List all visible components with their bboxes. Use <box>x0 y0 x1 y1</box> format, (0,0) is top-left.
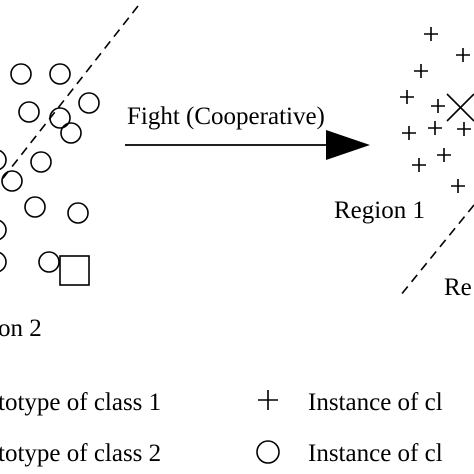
region-right-label: Region 1 <box>334 197 425 224</box>
region-left-label: on 2 <box>0 315 42 342</box>
circle-icon <box>67 202 89 224</box>
circle-icon <box>78 92 100 114</box>
legend-row2-left-text: totype of class 2 <box>0 440 161 467</box>
circle-icon <box>24 196 46 218</box>
plus-icon <box>451 179 465 193</box>
plus-icon <box>457 122 471 136</box>
circle-icon <box>10 63 32 85</box>
legend-row1-left-text: totype of class 1 <box>0 389 161 416</box>
plus-icon <box>414 64 428 78</box>
right-boundary-dashed-line <box>399 204 474 297</box>
plus-icon <box>428 121 442 135</box>
region-right-cut-label: Re <box>444 274 472 301</box>
plus-icon <box>258 390 278 410</box>
right-panel <box>399 27 474 297</box>
plus-icon <box>431 99 445 113</box>
plus-icon <box>424 27 438 41</box>
circle-icon <box>49 63 71 85</box>
circle-icon <box>256 440 280 464</box>
circle-icon <box>0 251 7 273</box>
arrow-label: Fight (Cooperative) <box>127 103 325 130</box>
plus-icon <box>412 158 426 172</box>
circle-icon <box>60 122 82 144</box>
legend-row2-right-text: Instance of cl <box>308 440 443 467</box>
circle-icon <box>49 107 71 129</box>
circle-icon <box>1 170 23 192</box>
plus-icon <box>400 90 414 104</box>
circle-icon <box>38 251 60 273</box>
square-icon <box>59 255 90 286</box>
circle-icon <box>0 219 7 241</box>
fight-arrow <box>125 130 370 160</box>
circle-icon <box>0 149 7 171</box>
legend-row1-right-text: Instance of cl <box>308 389 443 416</box>
circle-icon <box>18 101 40 123</box>
cross-icon <box>446 93 474 122</box>
circle-icon <box>30 151 52 173</box>
left-boundary-dashed-line <box>0 5 139 183</box>
arrow-head-icon <box>326 130 370 160</box>
legend: totype of class 1 Instance of cl totype … <box>0 389 443 467</box>
plus-icon <box>437 148 451 162</box>
plus-icon <box>456 48 470 62</box>
plus-icon <box>402 126 416 140</box>
left-panel <box>0 5 139 286</box>
